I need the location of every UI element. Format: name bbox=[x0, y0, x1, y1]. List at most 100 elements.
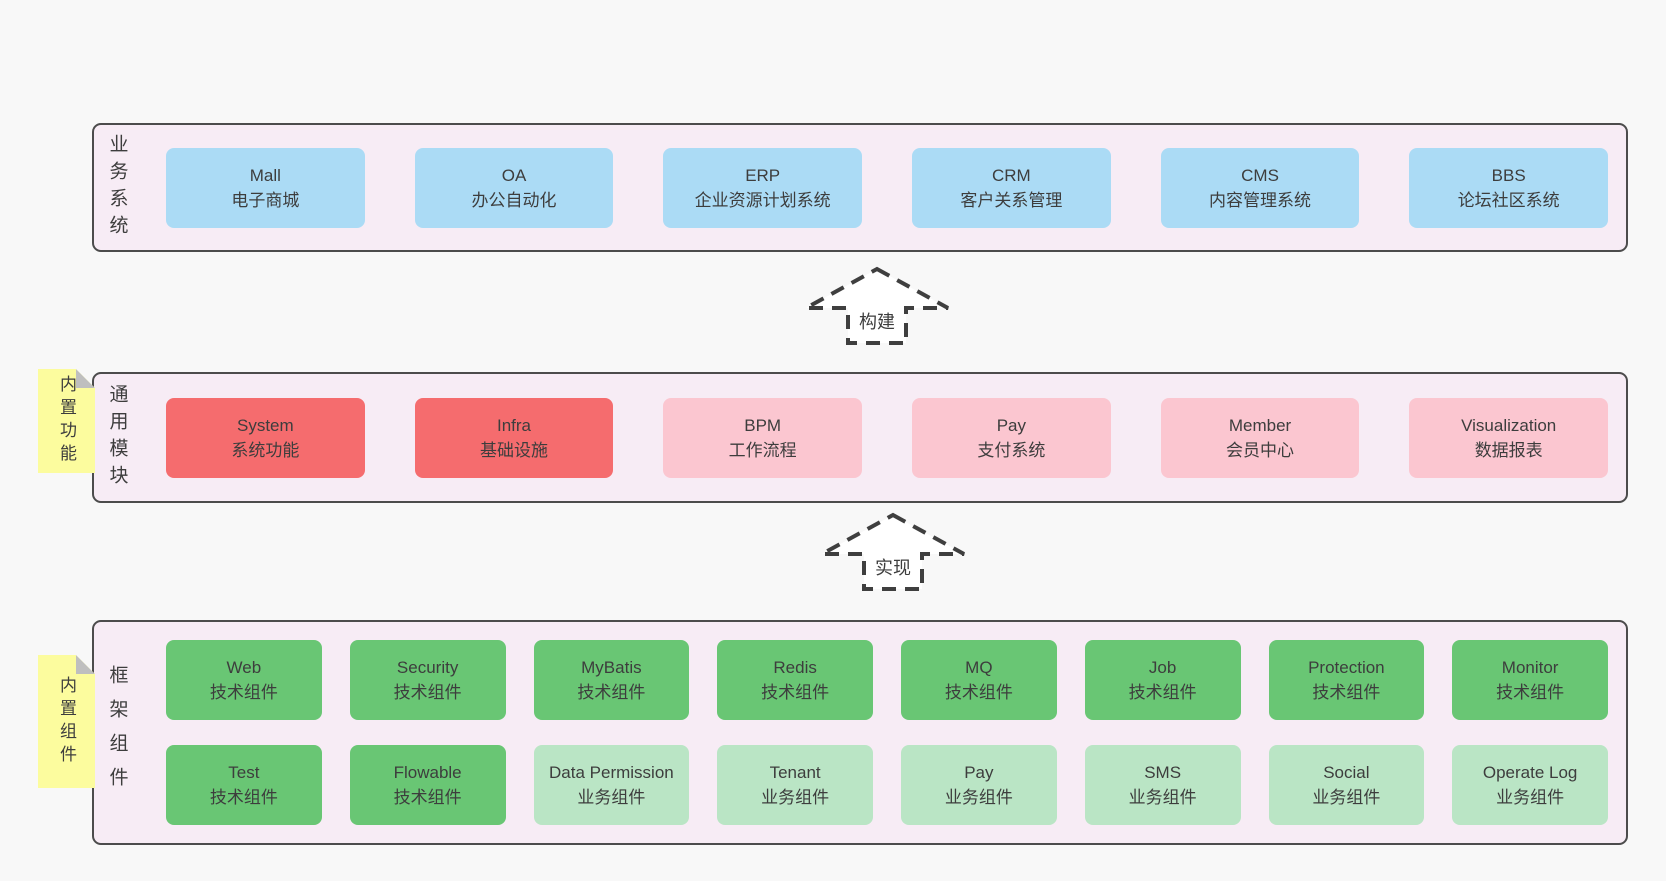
box-subtitle: 技术组件 bbox=[209, 683, 278, 702]
box-oa: OA 办公自动化 bbox=[414, 147, 614, 228]
box-subtitle: 论坛社区系统 bbox=[1457, 190, 1560, 210]
box-sms: SMS 业务组件 bbox=[1084, 745, 1241, 825]
box-title: ERP bbox=[745, 165, 781, 185]
box-bbs: BBS 论坛社区系统 bbox=[1409, 147, 1609, 228]
box-data-permission: Data Permission 业务组件 bbox=[533, 745, 690, 825]
box-tenant: Tenant 业务组件 bbox=[717, 745, 873, 825]
box-title: Web bbox=[226, 658, 262, 677]
sticky-note-built-in-features: 内置功能 bbox=[38, 369, 95, 473]
box-test: Test 技术组件 bbox=[166, 745, 322, 825]
box-subtitle: 系统功能 bbox=[231, 440, 300, 460]
business-systems-row: Mall 电子商城 OA 办公自动化 ERP 企业资源计划系统 CRM 客户关系… bbox=[140, 147, 1626, 228]
box-subtitle: 办公自动化 bbox=[471, 190, 557, 210]
box-subtitle: 业务组件 bbox=[944, 788, 1013, 807]
box-web: Web 技术组件 bbox=[166, 640, 322, 720]
box-operate-log: Operate Log 业务组件 bbox=[1452, 745, 1608, 825]
box-mybatis: MyBatis 技术组件 bbox=[533, 640, 690, 720]
box-protection: Protection 技术组件 bbox=[1268, 640, 1425, 720]
box-subtitle: 基础设施 bbox=[480, 440, 548, 460]
box-title: Security bbox=[396, 658, 459, 677]
box-mall: Mall 电子商城 bbox=[166, 147, 365, 228]
box-subtitle: 业务组件 bbox=[1128, 788, 1197, 807]
build-arrow-icon: 构建 bbox=[802, 266, 952, 346]
box-title: Visualization bbox=[1461, 415, 1557, 435]
common-modules-row: System 系统功能 Infra 基础设施 BPM 工作流程 Pay 支付系统… bbox=[140, 397, 1626, 478]
box-subtitle: 技术组件 bbox=[209, 788, 278, 807]
box-subtitle: 技术组件 bbox=[1496, 683, 1565, 702]
box-subtitle: 技术组件 bbox=[393, 788, 462, 807]
sticky-note-built-in-components: 内置组件 bbox=[38, 655, 95, 788]
box-title: Redis bbox=[773, 658, 817, 677]
framework-components-rows: Web 技术组件 Security 技术组件 MyBatis 技术组件 Redi… bbox=[140, 640, 1626, 825]
box-pay-component: Pay 业务组件 bbox=[901, 745, 1057, 825]
box-title: Pay bbox=[996, 415, 1026, 435]
box-subtitle: 技术组件 bbox=[761, 683, 830, 702]
box-title: SMS bbox=[1144, 763, 1182, 782]
box-title: BPM bbox=[744, 415, 782, 435]
box-subtitle: 技术组件 bbox=[944, 683, 1013, 702]
box-visualization: Visualization 数据报表 bbox=[1409, 397, 1609, 478]
framework-row-1: Web 技术组件 Security 技术组件 MyBatis 技术组件 Redi… bbox=[166, 640, 1608, 720]
box-subtitle: 企业资源计划系统 bbox=[694, 190, 831, 210]
box-title: CRM bbox=[991, 165, 1031, 185]
box-subtitle: 数据报表 bbox=[1474, 440, 1543, 460]
box-job: Job 技术组件 bbox=[1084, 640, 1241, 720]
section-business-systems: 业务系统 Mall 电子商城 OA 办公自动化 ERP 企业资源计划系统 CRM… bbox=[92, 123, 1628, 252]
box-member: Member 会员中心 bbox=[1160, 397, 1360, 478]
box-erp: ERP 企业资源计划系统 bbox=[663, 147, 863, 228]
box-subtitle: 技术组件 bbox=[393, 683, 462, 702]
box-title: Flowable bbox=[393, 763, 462, 782]
box-subtitle: 电子商城 bbox=[231, 190, 300, 210]
box-title: Pay bbox=[964, 763, 994, 782]
sticky-note-label: 内置组件 bbox=[57, 675, 76, 768]
framework-row-2: Test 技术组件 Flowable 技术组件 Data Permission … bbox=[166, 745, 1608, 825]
box-title: MQ bbox=[965, 658, 993, 677]
box-title: Infra bbox=[496, 415, 532, 435]
box-title: Tenant bbox=[769, 763, 821, 782]
box-crm: CRM 客户关系管理 bbox=[912, 147, 1111, 228]
box-security: Security 技术组件 bbox=[349, 640, 506, 720]
box-title: Protection bbox=[1308, 658, 1385, 677]
box-subtitle: 会员中心 bbox=[1226, 440, 1295, 460]
box-bpm: BPM 工作流程 bbox=[663, 397, 863, 478]
build-arrow-label: 构建 bbox=[859, 312, 895, 332]
box-subtitle: 工作流程 bbox=[728, 440, 797, 460]
box-title: System bbox=[236, 415, 294, 435]
box-subtitle: 技术组件 bbox=[577, 683, 646, 702]
box-monitor: Monitor 技术组件 bbox=[1452, 640, 1608, 720]
box-title: MyBatis bbox=[581, 658, 642, 677]
box-title: Social bbox=[1323, 763, 1370, 782]
sticky-note-label: 内置功能 bbox=[57, 375, 76, 467]
box-subtitle: 技术组件 bbox=[1128, 683, 1197, 702]
implement-arrow-label: 实现 bbox=[875, 558, 911, 578]
box-subtitle: 业务组件 bbox=[1312, 788, 1381, 807]
box-subtitle: 业务组件 bbox=[577, 788, 646, 807]
box-title: Mall bbox=[249, 165, 281, 185]
box-subtitle: 业务组件 bbox=[761, 788, 830, 807]
box-subtitle: 技术组件 bbox=[1312, 683, 1381, 702]
section-label-business-systems: 业务系统 bbox=[106, 133, 128, 242]
box-subtitle: 业务组件 bbox=[1496, 788, 1565, 807]
box-subtitle: 客户关系管理 bbox=[960, 190, 1063, 210]
box-title: Job bbox=[1148, 658, 1177, 677]
box-social: Social 业务组件 bbox=[1268, 745, 1425, 825]
box-title: Member bbox=[1228, 415, 1292, 435]
section-label-common-modules: 通用模块 bbox=[106, 383, 128, 492]
box-redis: Redis 技术组件 bbox=[717, 640, 873, 720]
box-cms: CMS 内容管理系统 bbox=[1160, 147, 1360, 228]
box-flowable: Flowable 技术组件 bbox=[349, 745, 506, 825]
box-subtitle: 支付系统 bbox=[977, 440, 1046, 460]
box-mq: MQ 技术组件 bbox=[901, 640, 1057, 720]
box-title: OA bbox=[501, 165, 527, 185]
box-infra: Infra 基础设施 bbox=[414, 397, 614, 478]
box-pay-module: Pay 支付系统 bbox=[912, 397, 1111, 478]
box-title: Data Permission bbox=[549, 763, 674, 782]
box-title: Test bbox=[228, 763, 260, 782]
box-title: BBS bbox=[1491, 165, 1526, 185]
section-label-framework-components: 框架组件 bbox=[106, 664, 128, 801]
box-title: Monitor bbox=[1501, 658, 1559, 677]
box-subtitle: 内容管理系统 bbox=[1209, 190, 1312, 210]
section-common-modules: 通用模块 System 系统功能 Infra 基础设施 BPM 工作流程 Pay… bbox=[92, 372, 1628, 503]
box-title: CMS bbox=[1241, 165, 1279, 185]
